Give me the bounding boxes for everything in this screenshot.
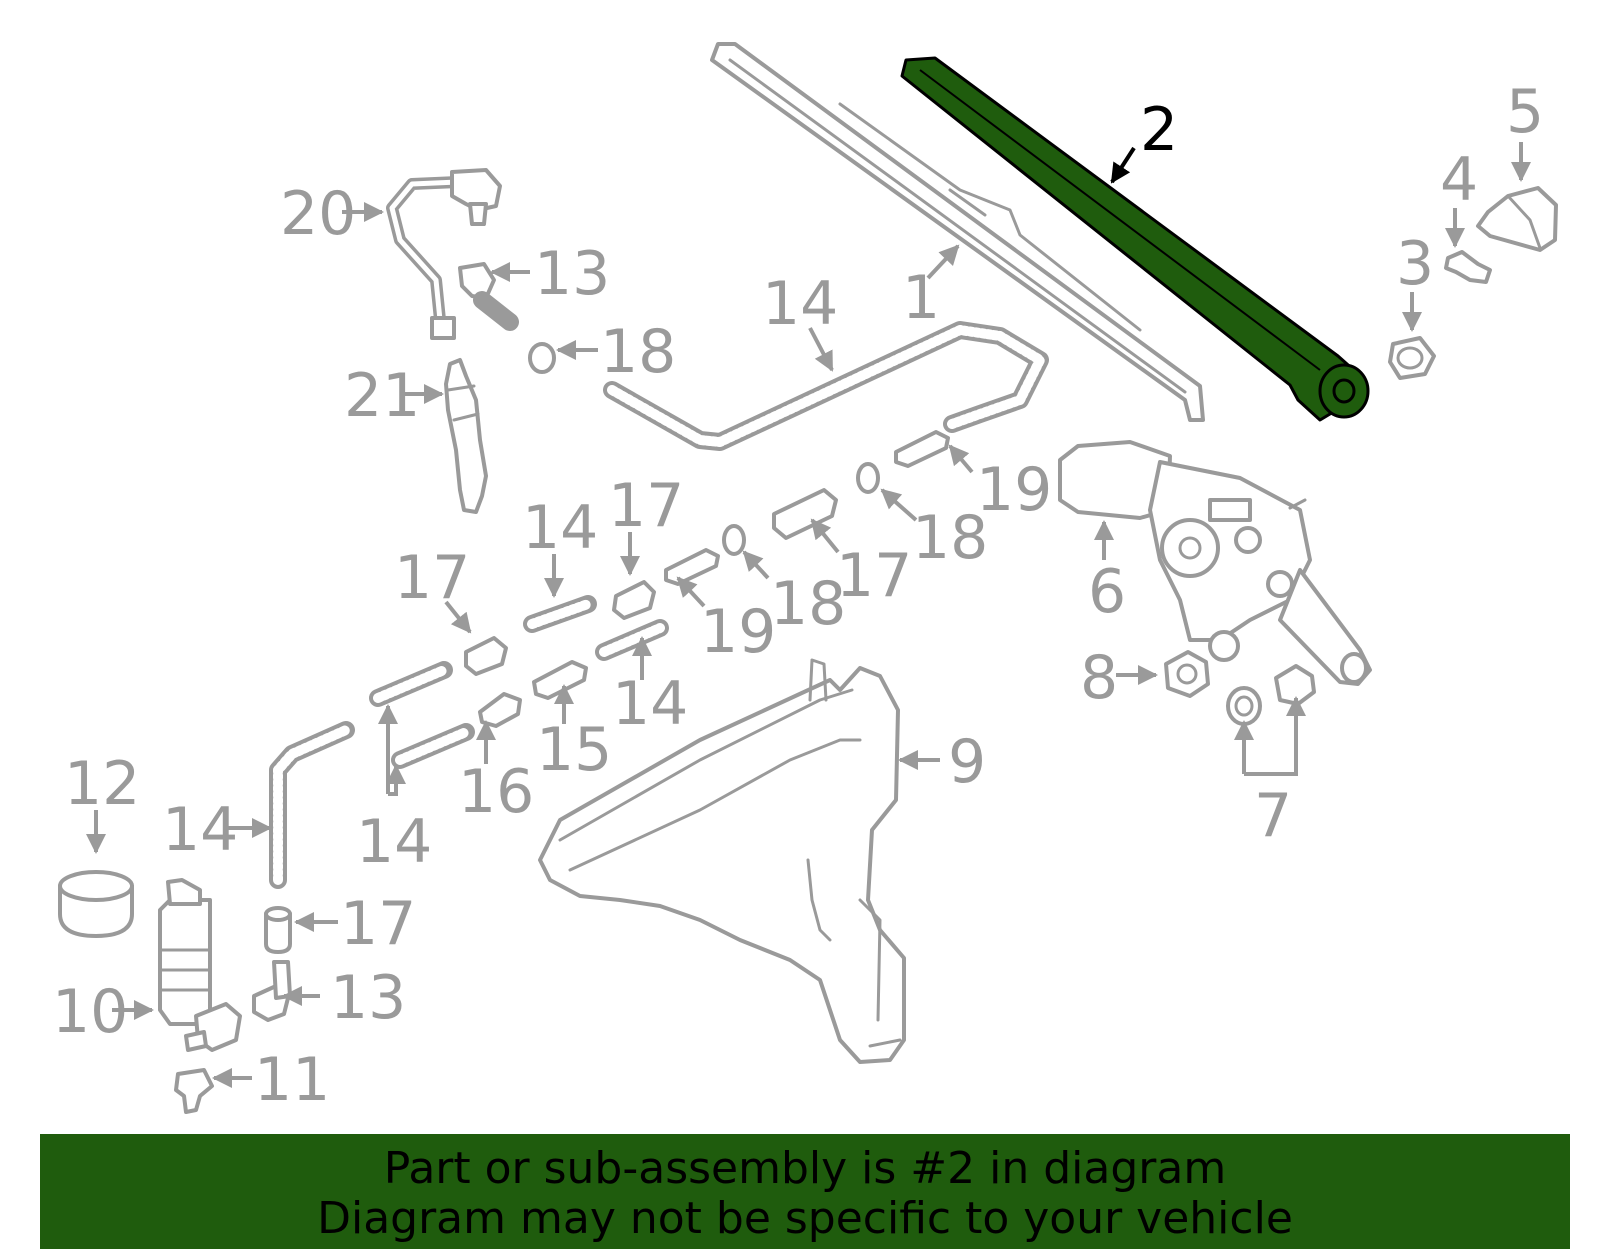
callout-16: 16 — [458, 757, 534, 827]
part-18-clamp-c[interactable] — [856, 462, 880, 494]
part-3-nut[interactable] — [1388, 336, 1436, 380]
callout-5: 5 — [1506, 77, 1544, 147]
banner-line-2: Diagram may not be specific to your vehi… — [317, 1193, 1293, 1244]
callout-labels: 1 2 3 4 5 6 7 8 9 10 11 12 13 13 14 14 1… — [52, 77, 1544, 1115]
callout-20: 20 — [280, 179, 356, 249]
callout-14-d: 14 — [162, 795, 238, 865]
highlight-notice-banner: Part or sub-assembly is #2 in diagram Di… — [40, 1134, 1570, 1249]
part-9-washer-reservoir[interactable] — [538, 658, 906, 1064]
callout-18-a: 18 — [600, 317, 676, 387]
callout-17-b: 17 — [608, 471, 684, 541]
callout-18-b: 18 — [770, 569, 846, 639]
callout-14-main: 14 — [762, 269, 838, 339]
part-11-grommet[interactable] — [174, 1068, 214, 1114]
callout-2[interactable]: 2 — [1140, 95, 1178, 165]
part-13-elbow-upper[interactable] — [458, 262, 519, 331]
callout-8: 8 — [1080, 643, 1118, 713]
part-17-sleeve-a[interactable] — [464, 636, 508, 676]
part-4-clip[interactable] — [1444, 250, 1492, 284]
part-20-nozzle-hose[interactable] — [386, 168, 502, 340]
part-8-nut[interactable] — [1164, 650, 1210, 698]
callout-17-d: 17 — [340, 889, 416, 959]
leader-arrows — [86, 142, 1531, 1088]
callout-1: 1 — [902, 263, 940, 333]
part-10-washer-pump[interactable] — [158, 878, 242, 1052]
callout-11: 11 — [254, 1045, 330, 1115]
callout-9: 9 — [948, 727, 986, 797]
callout-10: 10 — [52, 977, 128, 1047]
callout-15: 15 — [536, 715, 612, 785]
callout-7: 7 — [1254, 781, 1292, 851]
callout-12: 12 — [64, 749, 140, 819]
callout-14-c: 14 — [356, 807, 432, 877]
callout-13-upper: 13 — [534, 239, 610, 309]
part-14-hose-segment-b[interactable] — [595, 619, 669, 661]
part-17-sleeve-d[interactable] — [264, 906, 292, 954]
part-5-cap[interactable] — [1476, 186, 1558, 252]
part-6-wiper-motor[interactable] — [1058, 440, 1372, 686]
part-2-wiper-arm[interactable] — [900, 56, 1370, 422]
part-15-connector[interactable] — [532, 660, 588, 700]
callout-17-c: 17 — [836, 541, 912, 611]
part-19-connector-a[interactable] — [894, 430, 950, 468]
part-12-cap-ring[interactable] — [58, 870, 134, 938]
part-1-wiper-blade[interactable] — [710, 42, 1205, 422]
callout-14-b: 14 — [612, 669, 688, 739]
part-14-hose-segment-a[interactable] — [523, 595, 597, 633]
part-14-hose-main[interactable] — [603, 321, 1049, 451]
part-14-hose-segment-d[interactable] — [269, 721, 355, 889]
callout-14-a: 14 — [522, 493, 598, 563]
part-19-connector-b[interactable] — [664, 548, 720, 586]
callout-19-a: 19 — [976, 455, 1052, 525]
part-14-hose-segment-c[interactable] — [369, 661, 475, 769]
banner-line-1: Part or sub-assembly is #2 in diagram — [383, 1143, 1227, 1194]
part-18-clamp-a[interactable] — [528, 342, 556, 374]
part-17-sleeve-b[interactable] — [612, 580, 656, 620]
callout-21: 21 — [344, 361, 420, 431]
part-17-sleeve-c[interactable] — [772, 488, 838, 540]
callout-3: 3 — [1396, 229, 1434, 299]
callout-17-a: 17 — [394, 543, 470, 613]
callout-4: 4 — [1440, 145, 1478, 215]
part-18-clamp-b[interactable] — [722, 524, 746, 556]
callout-13-lower: 13 — [330, 963, 406, 1033]
callout-6: 6 — [1088, 557, 1126, 627]
part-7-grommets[interactable] — [1226, 664, 1316, 726]
callout-18-c: 18 — [912, 503, 988, 573]
part-13-elbow-lower[interactable] — [252, 960, 292, 1022]
part-21-fitting[interactable] — [444, 358, 488, 514]
part-16-connector[interactable] — [478, 692, 522, 728]
callout-19-b: 19 — [700, 597, 776, 667]
